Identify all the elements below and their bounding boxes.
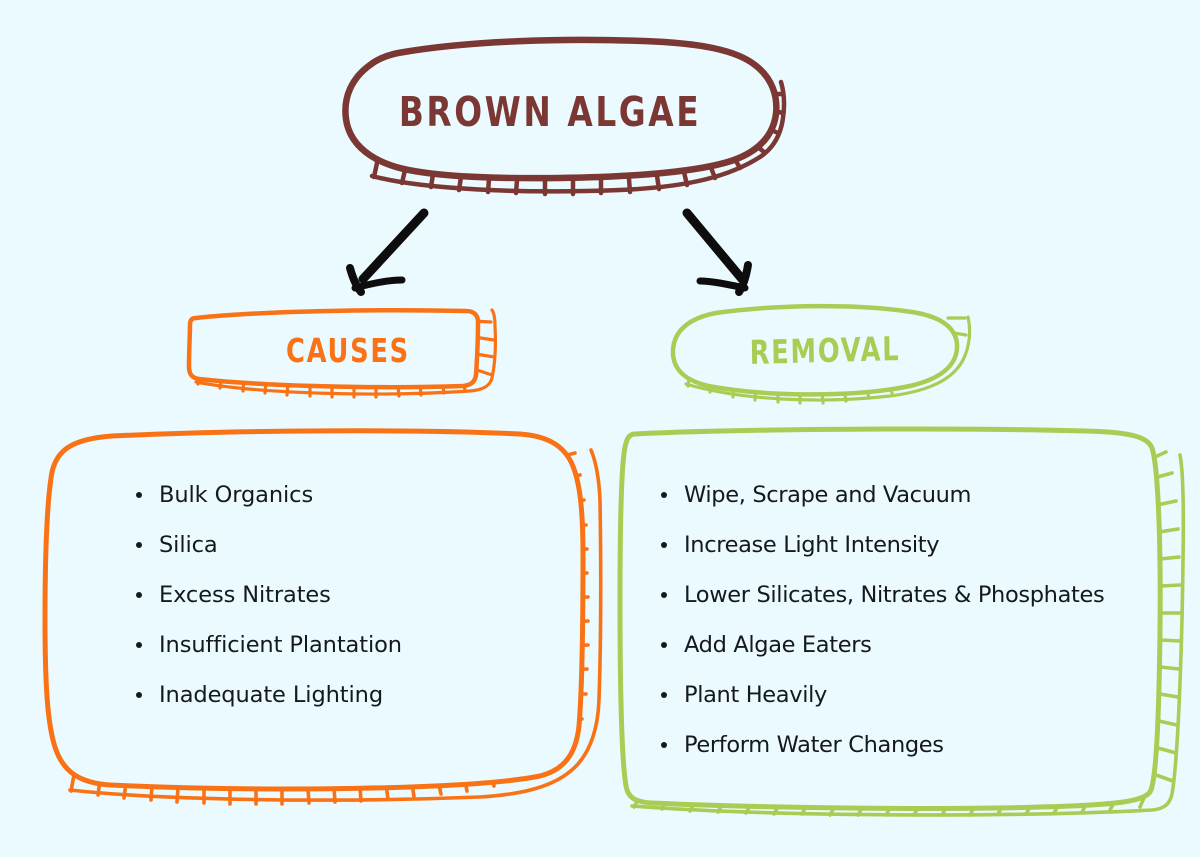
- list-item: Wipe, Scrape and Vacuum: [658, 470, 1104, 520]
- causes-list: Bulk Organics Silica Excess Nitrates Ins…: [133, 470, 402, 720]
- removal-header-box: [670, 303, 972, 405]
- list-item: Perform Water Changes: [658, 720, 1104, 770]
- causes-header-label: CAUSES: [286, 331, 410, 370]
- list-item: Excess Nitrates: [133, 570, 402, 620]
- list-item: Add Algae Eaters: [658, 620, 1104, 670]
- list-item: Insufficient Plantation: [133, 620, 402, 670]
- arrow-to-causes-icon: [346, 208, 429, 296]
- removal-list: Wipe, Scrape and Vacuum Increase Light I…: [658, 470, 1105, 770]
- arrow-to-removal-icon: [682, 208, 752, 296]
- list-item: Increase Light Intensity: [658, 520, 1104, 570]
- removal-content-box: [617, 426, 1186, 817]
- title-box: [342, 36, 787, 197]
- causes-content-box: [42, 428, 603, 806]
- list-item: Silica: [133, 520, 402, 570]
- list-item: Plant Heavily: [658, 670, 1104, 720]
- list-item: Bulk Organics: [133, 470, 402, 520]
- list-item: Lower Silicates, Nitrates & Phosphates: [658, 570, 1105, 620]
- causes-header-box: [186, 308, 497, 399]
- removal-header-label: REMOVAL: [749, 328, 901, 373]
- page-title: BROWN ALGAE: [398, 88, 702, 136]
- list-item: Inadequate Lighting: [133, 670, 402, 720]
